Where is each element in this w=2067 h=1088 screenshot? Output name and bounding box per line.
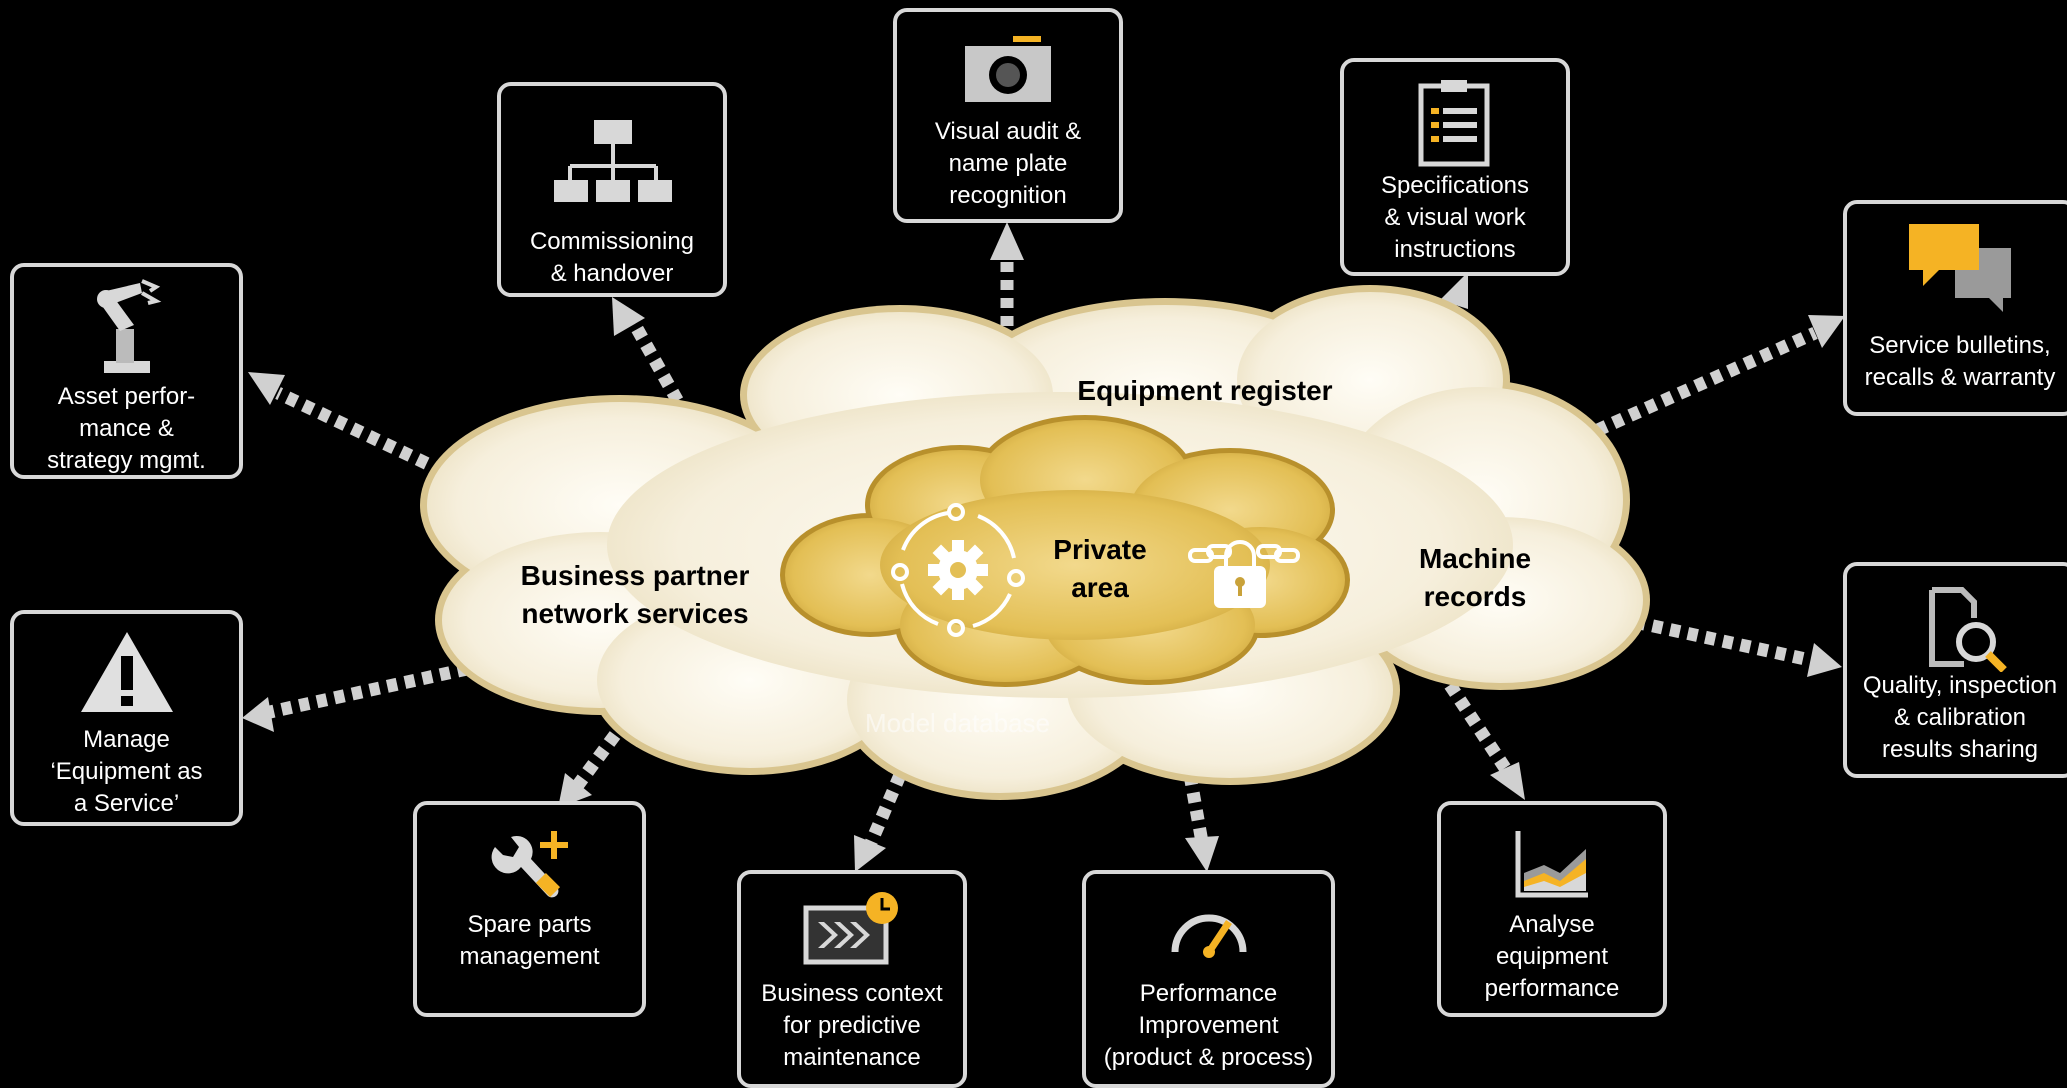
- spare-parts-box[interactable]: Spare parts management: [413, 801, 646, 1017]
- quality-inspection-label: Quality, inspection & calibration result…: [1862, 672, 2058, 763]
- service-bulletins-box[interactable]: Service bulletins, recalls & warranty: [1843, 200, 2067, 416]
- chat-bubbles-icon: [1909, 224, 2011, 312]
- performance-improvement-label: Performance Improvement (product & proce…: [1103, 980, 1314, 1071]
- warning-icon: [80, 632, 173, 712]
- clock-flow-icon: [803, 892, 898, 965]
- model-database-label: Model database: [865, 708, 1051, 738]
- document-search-icon: [1929, 587, 2007, 672]
- chain-lock-icon: [1188, 540, 1300, 608]
- area-chart-icon: [1515, 831, 1588, 898]
- arrowhead-specifications: [1440, 272, 1468, 309]
- arrowhead-service-bulletins: [1808, 315, 1845, 348]
- arrowhead-quality: [1807, 643, 1842, 677]
- asset-performance-box[interactable]: Asset perfor- mance & strategy mgmt.: [10, 263, 243, 479]
- commissioning-box[interactable]: Commissioning & handover: [497, 82, 727, 297]
- service-bulletins-label: Service bulletins, recalls & warranty: [1864, 332, 2056, 391]
- wrench-plus-icon: [491, 831, 568, 898]
- manage-eaas-label: Manage ‘Equipment as a Service’: [50, 726, 203, 817]
- arrowhead-visual-audit: [990, 222, 1024, 260]
- arrowhead-analyse: [1490, 762, 1525, 800]
- equipment-register-label: Equipment register: [1077, 375, 1333, 406]
- arrow-business-context: [864, 772, 906, 848]
- business-partner-label: Business partner network services: [520, 560, 750, 629]
- arrowhead-spare-parts: [558, 773, 592, 808]
- arrow-manage-eaas: [268, 658, 487, 719]
- manage-eaas-box[interactable]: Manage ‘Equipment as a Service’: [10, 610, 243, 826]
- visual-audit-box[interactable]: Visual audit & name plate recognition: [893, 8, 1123, 223]
- commissioning-label: Commissioning & handover: [529, 228, 695, 287]
- analyse-equipment-box[interactable]: Analyse equipment performance: [1437, 801, 1667, 1017]
- quality-inspection-box[interactable]: Quality, inspection & calibration result…: [1843, 562, 2067, 778]
- specifications-label: Specifications & visual work instruction…: [1380, 172, 1530, 263]
- private-area-label: Private area: [1053, 534, 1147, 603]
- business-context-box[interactable]: Business context for predictive maintena…: [737, 870, 967, 1088]
- arrowheads: [242, 222, 1845, 872]
- hierarchy-icon: [554, 120, 672, 202]
- robot-arm-icon: [96, 279, 161, 373]
- performance-improvement-box[interactable]: Performance Improvement (product & proce…: [1082, 870, 1335, 1088]
- spare-parts-label: Spare parts management: [459, 911, 600, 970]
- business-context-label: Business context for predictive maintena…: [761, 980, 943, 1071]
- arrowhead-asset-performance: [248, 372, 285, 405]
- visual-audit-label: Visual audit & name plate recognition: [934, 118, 1082, 209]
- camera-icon: [965, 36, 1051, 102]
- arrow-performance: [1183, 773, 1209, 844]
- arrow-spare-parts: [572, 731, 621, 789]
- analyse-equipment-label: Analyse equipment performance: [1484, 911, 1620, 1002]
- specifications-box[interactable]: Specifications & visual work instruction…: [1340, 58, 1570, 276]
- arrowhead-manage-eaas: [242, 697, 274, 732]
- gear-cycle-icon: [891, 503, 1025, 637]
- machine-records-label: Machine records: [1418, 543, 1532, 612]
- clipboard-icon: [1418, 80, 1490, 167]
- arrow-analyse: [1444, 681, 1511, 772]
- gauge-icon: [1171, 914, 1246, 958]
- arrowhead-commissioning: [612, 297, 645, 336]
- arrowhead-business-context: [854, 835, 886, 872]
- arrowhead-performance: [1185, 836, 1219, 872]
- arrow-quality: [1633, 615, 1812, 667]
- asset-performance-label: Asset perfor- mance & strategy mgmt.: [47, 383, 206, 474]
